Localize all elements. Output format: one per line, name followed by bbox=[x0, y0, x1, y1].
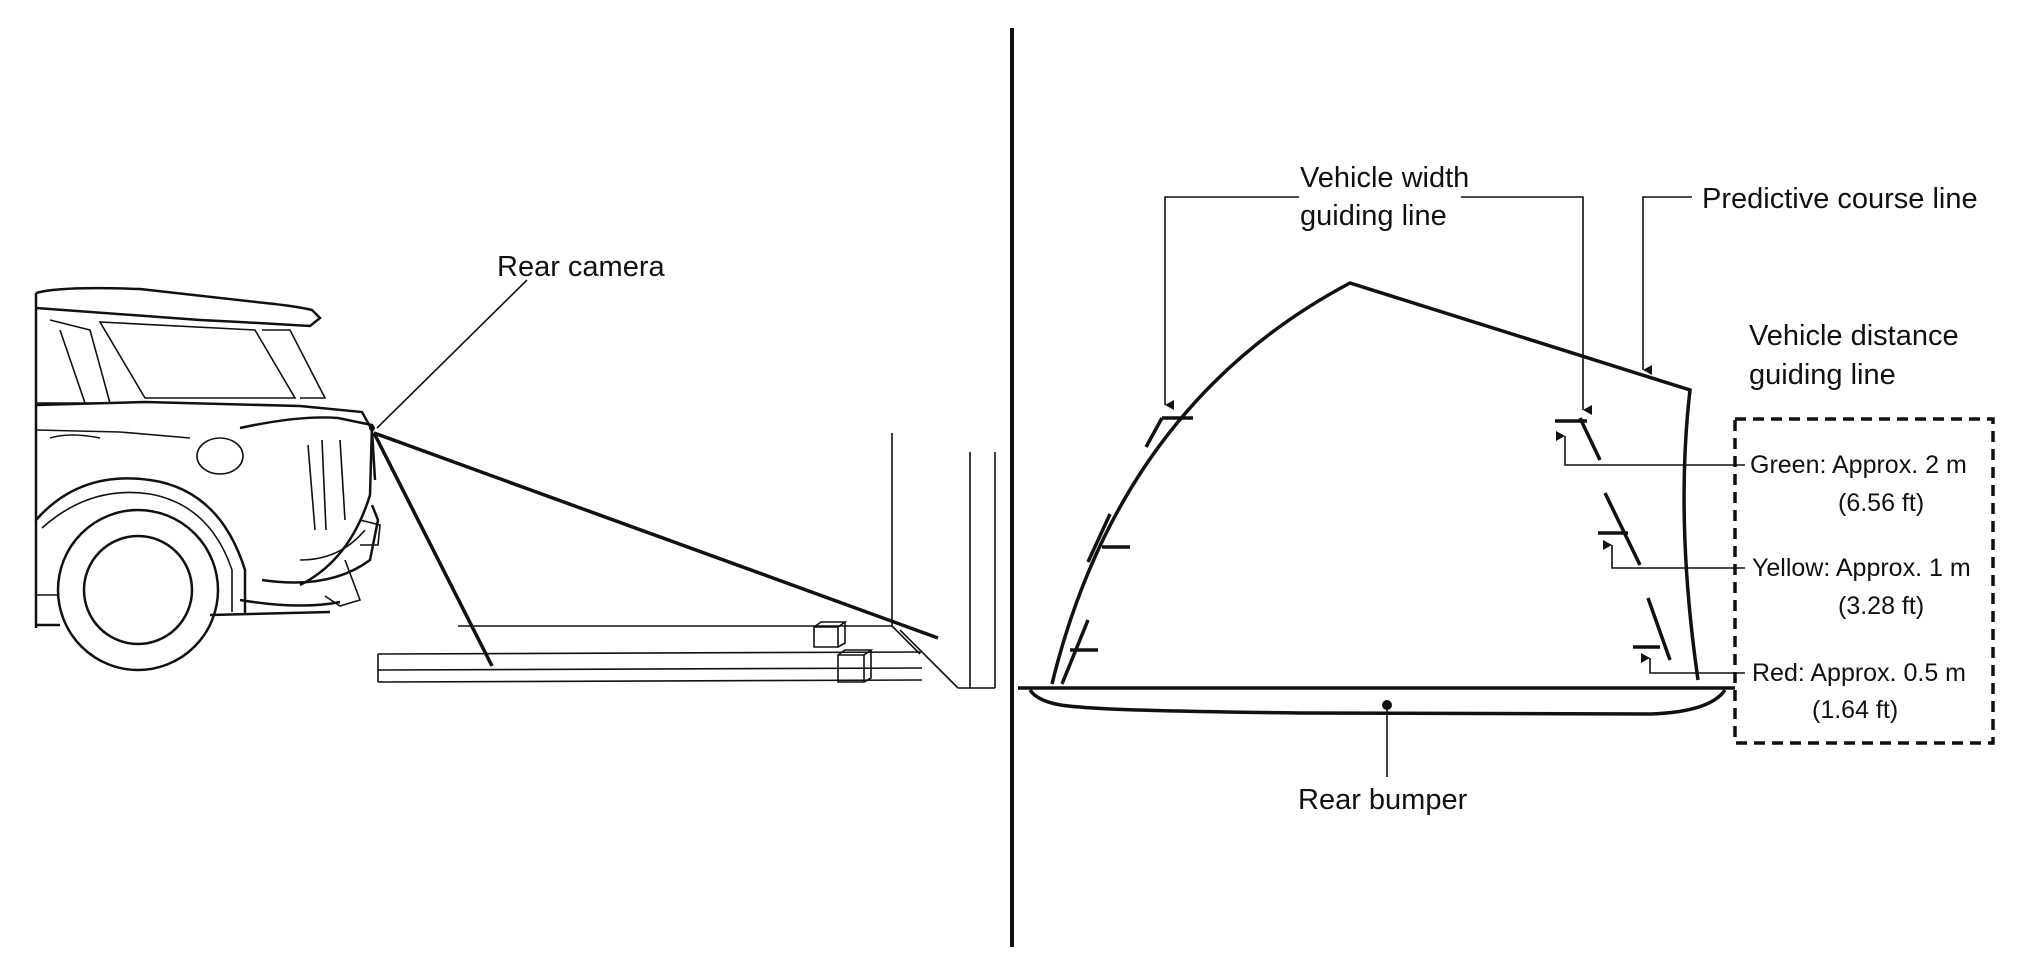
distance-leaders bbox=[1556, 431, 1745, 674]
vehicle-distance-label-line1: Vehicle distance bbox=[1749, 320, 1959, 352]
left-guide-marks bbox=[1060, 416, 1193, 685]
distance-yellow-label: Yellow: Approx. 1 m bbox=[1752, 554, 1971, 582]
vehicle-distance-label-line2: guiding line bbox=[1749, 359, 1896, 391]
parking-ground bbox=[377, 433, 996, 689]
rear-bumper-shape bbox=[1028, 688, 1727, 716]
distance-red-label: Red: Approx. 0.5 m bbox=[1752, 659, 1966, 687]
rear-camera-label: Rear camera bbox=[497, 251, 665, 283]
rear-camera-leader-line bbox=[376, 279, 528, 429]
vehicle-width-label-line2: guiding line bbox=[1300, 200, 1447, 232]
camera-view-lower-line bbox=[372, 432, 494, 667]
predictive-course-label: Predictive course line bbox=[1702, 183, 1978, 215]
camera-view-upper-line bbox=[373, 431, 939, 640]
distance-legend-box bbox=[1733, 417, 1995, 745]
vehicle-width-label-line1: Vehicle width bbox=[1300, 162, 1469, 194]
vehicle-illustration bbox=[34, 286, 381, 672]
distance-green-sub: (6.56 ft) bbox=[1838, 489, 1924, 517]
distance-red-sub: (1.64 ft) bbox=[1812, 696, 1898, 724]
distance-yellow-sub: (3.28 ft) bbox=[1838, 592, 1924, 620]
distance-green-label: Green: Approx. 2 m bbox=[1750, 451, 1967, 479]
predictive-course-outline bbox=[1050, 281, 1700, 685]
rear-bumper-label: Rear bumper bbox=[1298, 784, 1468, 816]
vehicle-width-leaders bbox=[1164, 196, 1592, 415]
predictive-course-leader bbox=[1642, 196, 1692, 375]
right-guide-marks bbox=[1555, 417, 1672, 661]
